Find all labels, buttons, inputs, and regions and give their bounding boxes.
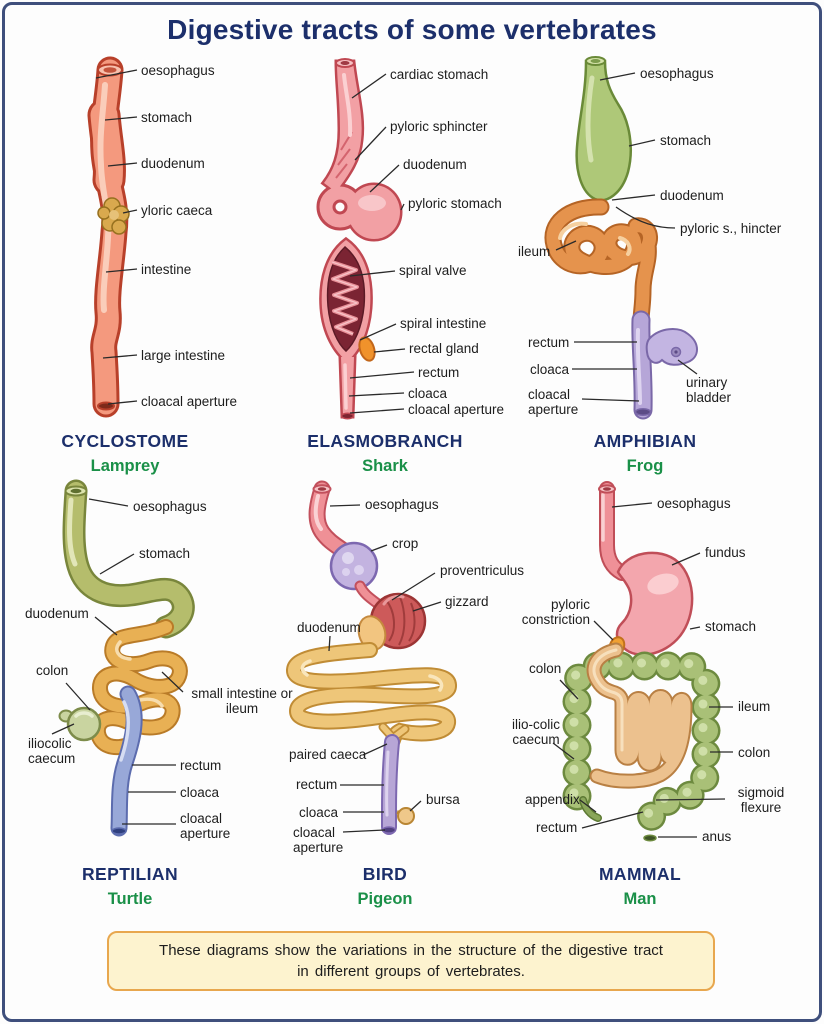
label-shark-cloaca: cloaca — [408, 386, 448, 401]
label-pigeon-paired-caeca: paired caeca — [289, 747, 367, 762]
label-man-colon-right: colon — [738, 745, 771, 760]
label-pigeon-cloaca: cloaca — [299, 805, 339, 820]
frog-stomach-shape — [575, 59, 632, 202]
group-name-mammal: MAMMAL — [598, 864, 682, 884]
crop-shape — [329, 541, 379, 591]
bursa-shape — [397, 807, 415, 825]
label-shark-cardiac-stomach: cardiac stomach — [390, 67, 489, 82]
group-name-amphibian: AMPHIBIAN — [593, 431, 697, 451]
animal-name-man: Man — [623, 890, 657, 908]
lamprey-leader-lines — [95, 69, 138, 405]
label-man-oesophagus: oesophagus — [657, 496, 731, 511]
label-man-sigmoid-flexure: sigmoid flexure — [737, 785, 785, 815]
label-shark-duodenum: duodenum — [403, 157, 467, 172]
label-pigeon-oesophagus: oesophagus — [365, 497, 439, 512]
shark-leader-lines — [348, 73, 415, 414]
caption-elasmobranch: ELASMOBRANCH Shark — [290, 431, 480, 476]
label-turtle-cloacal-aperture: cloacal aperture — [180, 811, 231, 841]
label-turtle-iliocolic-caecum: iliocolic caecum — [28, 736, 76, 766]
label-man-appendix: appendix — [525, 792, 580, 807]
label-turtle-oesophagus: oesophagus — [133, 499, 207, 514]
label-man-fundus: fundus — [705, 545, 746, 560]
label-lamprey-pyloric-caeca: yloric caeca — [141, 203, 213, 218]
label-lamprey-duodenum: duodenum — [141, 156, 205, 171]
label-shark-spiral-valve: spiral valve — [399, 263, 467, 278]
label-shark-rectal-gland: rectal gland — [409, 341, 479, 356]
caption-reptilian: REPTILIAN Turtle — [35, 864, 225, 909]
label-pigeon-rectum: rectum — [296, 777, 338, 792]
summary-note-line1: These diagrams show the variations in th… — [159, 942, 663, 959]
shark-tract-drawing — [316, 58, 415, 420]
frog-tract-drawing — [544, 56, 698, 420]
caption-amphibian: AMPHIBIAN Frog — [550, 431, 740, 476]
label-turtle-cloaca: cloaca — [180, 785, 220, 800]
caption-cyclostome: CYCLOSTOME Lamprey — [30, 431, 220, 476]
urinary-bladder-shape — [645, 328, 698, 366]
label-pigeon-duodenum: duodenum — [297, 620, 361, 635]
frog-leader-lines — [555, 72, 698, 402]
summary-note-box: These diagrams show the variations in th… — [107, 931, 715, 991]
animal-name-lamprey: Lamprey — [90, 457, 160, 475]
label-pigeon-crop: crop — [392, 536, 419, 551]
page-title: Digestive tracts of some vertebrates — [167, 14, 657, 45]
label-lamprey-oesophagus: oesophagus — [141, 63, 215, 78]
turtle-leader-lines — [51, 498, 184, 825]
man-tract-drawing — [552, 481, 733, 851]
label-frog-cloaca: cloaca — [530, 362, 570, 377]
label-turtle-rectum: rectum — [180, 758, 222, 773]
turtle-tract-drawing — [51, 479, 195, 837]
label-frog-ileum: ileum — [518, 244, 551, 259]
label-lamprey-large-intestine: large intestine — [141, 348, 226, 363]
animal-name-pigeon: Pigeon — [357, 890, 413, 908]
label-man-pyloric-constriction: pyloric constriction — [521, 597, 590, 627]
summary-note-line2: in different groups of vertebrates. — [297, 963, 525, 980]
caption-mammal: MAMMAL Man — [545, 864, 735, 909]
man-leader-lines — [552, 502, 733, 838]
pyloric-caeca-cluster — [97, 197, 130, 235]
label-frog-rectum: rectum — [528, 335, 570, 350]
label-shark-spiral-intestine: spiral intestine — [400, 316, 487, 331]
label-man-ilio-colic-caecum: ilio-colic caecum — [511, 717, 560, 747]
label-frog-pyloric-sphincter: pyloric s., hincter — [680, 221, 782, 236]
label-frog-urinary-bladder: urinary bladder — [686, 375, 732, 405]
label-shark-cloacal-aperture: cloacal aperture — [408, 402, 505, 417]
man-stomach-shape — [615, 551, 694, 656]
label-turtle-duodenum: duodenum — [25, 606, 89, 621]
label-pigeon-proventriculus: proventriculus — [440, 563, 525, 578]
pigeon-leader-lines — [328, 504, 442, 833]
label-pigeon-bursa: bursa — [426, 792, 460, 807]
label-turtle-stomach: stomach — [139, 546, 191, 561]
label-turtle-small-intestine: small intestine or ileum — [191, 686, 293, 716]
label-lamprey-stomach: stomach — [141, 110, 193, 125]
group-name-cyclostome: CYCLOSTOME — [61, 431, 189, 451]
lamprey-tract-drawing — [87, 56, 138, 418]
group-name-bird: BIRD — [362, 864, 408, 884]
label-frog-stomach: stomach — [660, 133, 712, 148]
label-shark-rectum: rectum — [418, 365, 460, 380]
label-man-anus: anus — [702, 829, 732, 844]
group-name-reptilian: REPTILIAN — [82, 864, 178, 884]
label-lamprey-intestine: intestine — [141, 262, 192, 277]
label-frog-oesophagus: oesophagus — [640, 66, 714, 81]
label-frog-duodenum: duodenum — [660, 188, 724, 203]
animal-name-shark: Shark — [362, 457, 408, 475]
caption-bird: BIRD Pigeon — [290, 864, 480, 909]
label-man-ileum: ileum — [738, 699, 771, 714]
label-shark-pyloric-stomach: pyloric stomach — [408, 196, 502, 211]
label-man-colon-left: colon — [529, 661, 562, 676]
label-shark-pyloric-sphincter: pyloric sphincter — [390, 119, 488, 134]
label-lamprey-cloacal-aperture: cloacal aperture — [141, 394, 238, 409]
label-pigeon-cloacal-aperture: cloacal aperture — [293, 825, 344, 855]
animal-name-frog: Frog — [626, 457, 664, 475]
label-pigeon-gizzard: gizzard — [445, 594, 489, 609]
group-name-elasmobranch: ELASMOBRANCH — [307, 431, 463, 451]
rectal-gland-shape — [358, 336, 376, 362]
label-man-stomach: stomach — [705, 619, 757, 634]
label-frog-cloacal-aperture: cloacal aperture — [528, 387, 579, 417]
label-turtle-colon: colon — [36, 663, 69, 678]
pigeon-tract-drawing — [286, 480, 457, 835]
animal-name-turtle: Turtle — [107, 890, 153, 908]
label-man-rectum: rectum — [536, 820, 578, 835]
